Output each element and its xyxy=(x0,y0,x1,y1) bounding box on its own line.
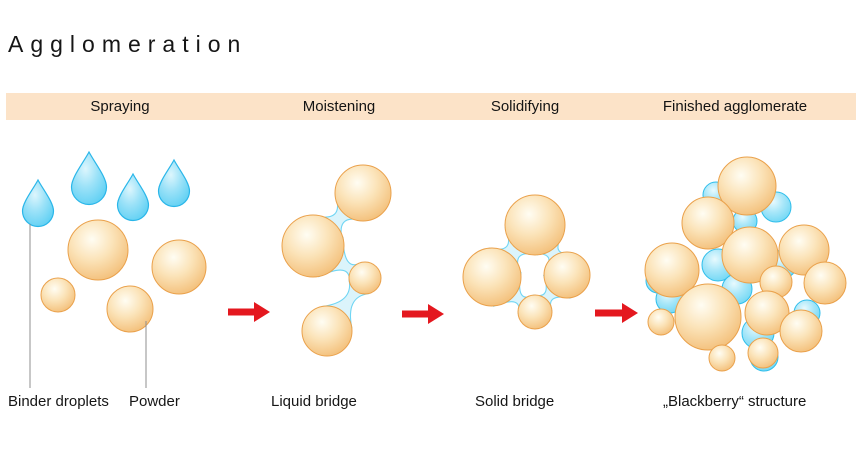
binder-droplet-icon xyxy=(21,178,55,228)
powder-particle xyxy=(681,196,735,250)
powder-particle xyxy=(744,290,790,336)
binder-droplet-icon xyxy=(116,172,150,222)
powder-particle xyxy=(717,156,777,216)
panel-moistening xyxy=(281,164,392,357)
process-arrow-icon xyxy=(228,302,270,322)
powder-particle xyxy=(747,337,779,369)
powder-particle xyxy=(281,214,345,278)
stage-label-spraying: Spraying xyxy=(90,98,150,115)
stage-label-moistening: Moistening xyxy=(302,98,376,115)
page-title: Agglomeration xyxy=(8,31,248,57)
powder-particle xyxy=(40,277,76,313)
powder-particle xyxy=(517,294,553,330)
powder-particle xyxy=(504,194,566,256)
caption-liquid-bridge: Liquid bridge xyxy=(271,393,357,410)
powder-particle xyxy=(803,261,847,305)
stage-label-finished-agglomerate: Finished agglomerate xyxy=(662,98,808,115)
powder-particle xyxy=(543,251,591,299)
stage-label-solidifying: Solidifying xyxy=(490,98,560,115)
panel-solidifying xyxy=(462,194,591,330)
powder-particle xyxy=(151,239,207,295)
stage-header-band xyxy=(6,93,856,120)
powder-particle xyxy=(721,226,779,284)
powder-particle xyxy=(334,164,392,222)
powder-particle xyxy=(462,247,522,307)
caption-powder: Powder xyxy=(129,393,180,410)
process-arrow-icon xyxy=(402,304,444,324)
powder-particle xyxy=(778,224,830,276)
powder-particle xyxy=(348,261,382,295)
caption-binder-droplets: Binder droplets xyxy=(8,393,109,410)
caption-blackberry-structure: „Blackberry“ structure xyxy=(663,393,807,410)
powder-particle xyxy=(674,283,742,351)
powder-particle xyxy=(779,309,823,353)
powder-particle xyxy=(67,219,129,281)
panel-spraying xyxy=(21,150,207,388)
powder-particle xyxy=(301,305,353,357)
caption-solid-bridge: Solid bridge xyxy=(475,393,555,410)
binder-droplet-icon xyxy=(70,150,108,206)
powder-particle xyxy=(106,285,154,333)
panel-finished-agglomerate xyxy=(644,156,847,372)
powder-particle xyxy=(647,308,675,336)
process-arrow-icon xyxy=(595,303,638,323)
powder-particle xyxy=(708,344,736,372)
binder-droplet-icon xyxy=(157,158,191,208)
powder-particle xyxy=(644,242,700,298)
